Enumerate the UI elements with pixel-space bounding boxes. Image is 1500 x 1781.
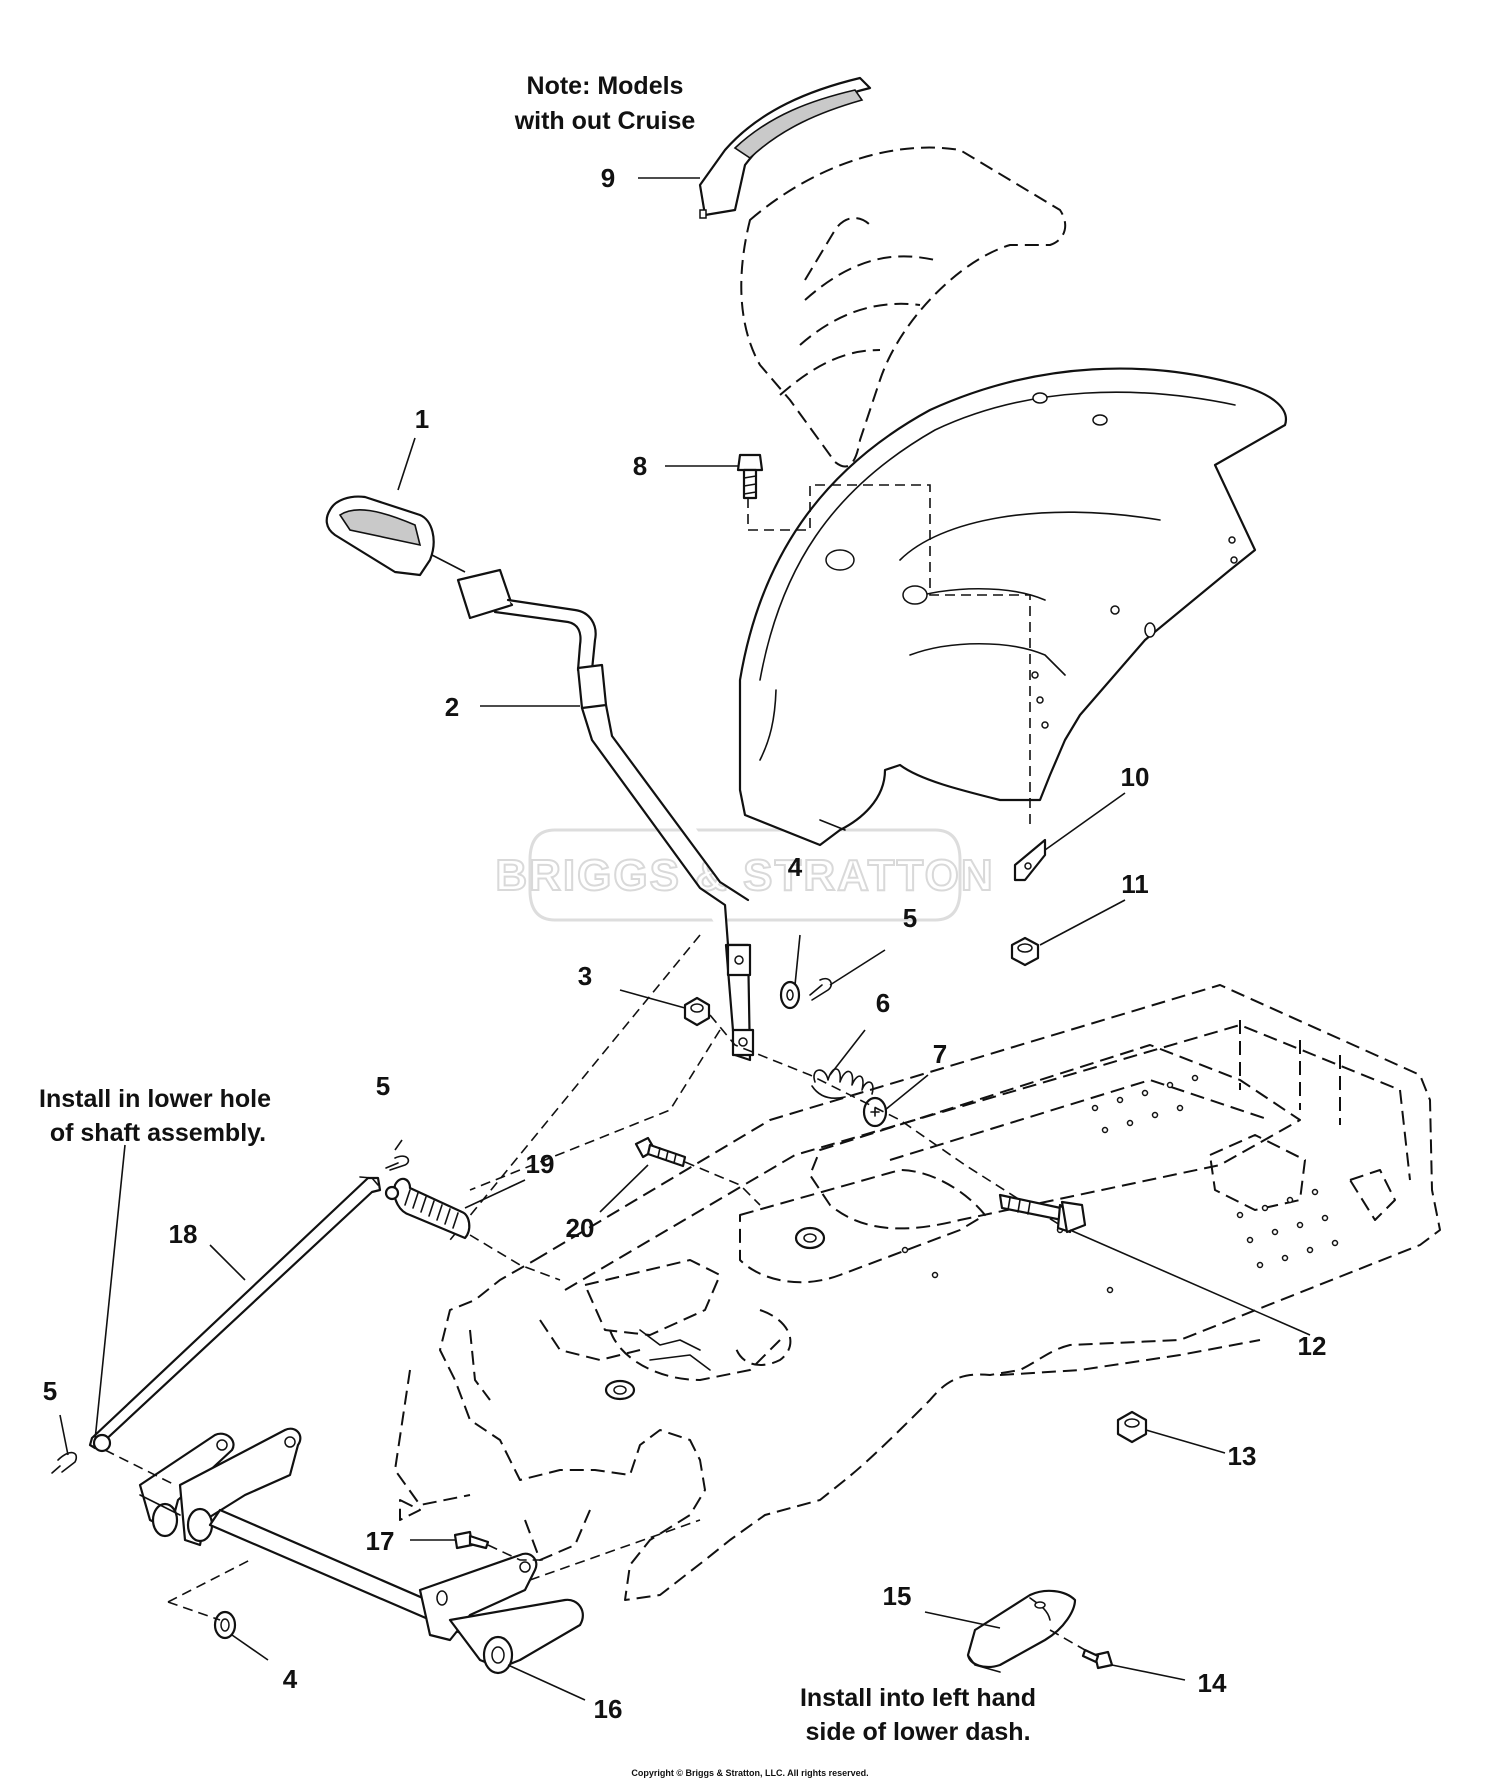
callout-12: 12 — [1298, 1331, 1327, 1361]
callout-5-upper: 5 — [903, 903, 917, 933]
callout-4-upper: 4 — [788, 852, 803, 882]
part-12-bolt — [998, 1193, 1087, 1234]
part-5-pin-lower — [51, 1451, 77, 1474]
part-8-bolt — [736, 453, 764, 500]
callout-10: 10 — [1121, 762, 1150, 792]
frame-chassis — [394, 984, 1441, 1601]
callout-17: 17 — [366, 1526, 395, 1556]
part-11-nut — [1010, 936, 1040, 967]
note-dash-line2: side of lower dash. — [805, 1718, 1030, 1746]
note-dash: Install into left hand side of lower das… — [800, 1684, 1036, 1746]
part-18-rod — [88, 1176, 382, 1453]
part-5-pin-upper — [809, 977, 832, 1001]
dash-panel-outline — [740, 146, 1067, 468]
callout-8: 8 — [633, 451, 647, 481]
watermark-text: BRIGGS & STRATTON — [495, 851, 994, 900]
fender-cover — [738, 367, 1288, 847]
note-cruise-line1: Note: Models — [527, 72, 684, 100]
callout-16: 16 — [594, 1694, 623, 1724]
callout-labels: 1 2 3 4 4 5 5 5 6 7 8 9 10 11 12 13 14 1… — [43, 163, 1327, 1724]
callout-2: 2 — [445, 692, 459, 722]
watermark: BRIGGS & STRATTON — [494, 828, 994, 922]
note-dash-line1: Install into left hand — [800, 1684, 1036, 1712]
part-15-handle — [966, 1589, 1077, 1673]
part-9-cruise-cover — [698, 76, 872, 219]
part-16-shaft-assembly — [138, 1427, 584, 1675]
part-4-washer-upper — [779, 980, 801, 1010]
callout-18: 18 — [169, 1219, 198, 1249]
note-shaft-line2: of shaft assembly. — [50, 1119, 266, 1147]
part-10-bracket — [1013, 838, 1047, 882]
callout-5-lower: 5 — [43, 1376, 57, 1406]
callout-7: 7 — [933, 1039, 947, 1069]
note-cruise: Note: Models with out Cruise — [514, 72, 696, 135]
part-3-nut — [683, 996, 711, 1027]
part-17-screw — [453, 1530, 490, 1550]
callout-20: 20 — [566, 1213, 595, 1243]
part-19-spring — [384, 1177, 471, 1240]
part-2-lever — [456, 568, 755, 1062]
part-4-washer-lower — [213, 1610, 237, 1640]
callout-4-lower: 4 — [283, 1664, 298, 1694]
callout-3: 3 — [578, 961, 592, 991]
callout-9: 9 — [601, 163, 615, 193]
part-14-screw — [1081, 1648, 1114, 1670]
callout-11: 11 — [1121, 869, 1149, 899]
note-shaft-line1: Install in lower hole — [39, 1085, 271, 1113]
part-5-pin-middle — [385, 1155, 410, 1171]
part-20-bolt — [634, 1136, 687, 1168]
part-7-washer — [862, 1096, 888, 1128]
callout-14: 14 — [1198, 1668, 1227, 1698]
callout-1: 1 — [415, 404, 429, 434]
callout-13: 13 — [1228, 1441, 1257, 1471]
part-13-nut — [1116, 1410, 1148, 1444]
note-cruise-line2: with out Cruise — [514, 107, 696, 135]
part-6-spring — [811, 1068, 874, 1100]
part-1-grip — [325, 495, 435, 577]
callout-6: 6 — [876, 988, 890, 1018]
callout-5-middle: 5 — [376, 1071, 390, 1101]
leader-lines — [59, 177, 1311, 1701]
copyright-text: Copyright © Briggs & Stratton, LLC. All … — [631, 1768, 868, 1778]
note-shaft: Install in lower hole of shaft assembly. — [39, 1085, 271, 1147]
callout-19: 19 — [526, 1149, 555, 1179]
callout-15: 15 — [883, 1581, 912, 1611]
